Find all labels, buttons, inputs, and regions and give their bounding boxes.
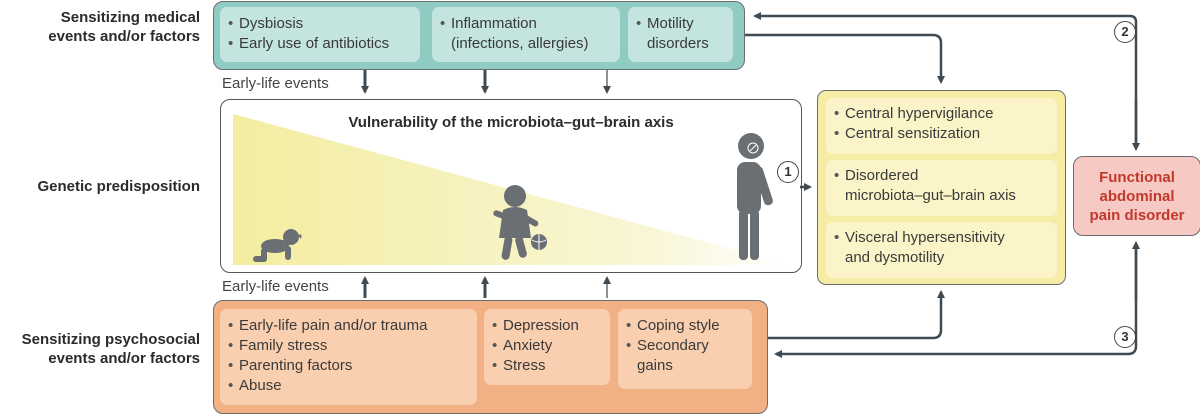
vulnerability-title: Vulnerability of the microbiota–gut–brai… <box>348 114 674 131</box>
vulnerability-panel: Vulnerability of the microbiota–gut–brai… <box>220 99 802 273</box>
central-block-microbiota: •Disordered microbiota–gut–brain axis <box>826 160 1057 216</box>
infant-crawling-icon <box>253 229 302 262</box>
psycho-item: Secondary <box>637 337 709 354</box>
outcome-line1: Functional <box>1099 168 1175 186</box>
psycho-label-line1: Sensitizing psychosocial <box>21 331 200 348</box>
psycho-group-mood: •Depression •Anxiety •Stress <box>484 309 610 385</box>
pathway-1-badge: 1 <box>777 161 799 183</box>
central-item: Central sensitization <box>845 125 981 142</box>
psycho-group-coping: •Coping style •Secondary gains <box>618 309 752 389</box>
psycho-item: Stress <box>503 357 546 374</box>
medical-factors-label: Sensitizing medical events and/or factor… <box>0 8 200 46</box>
adult-with-gut-brain-icon <box>737 133 773 260</box>
medical-factors-box: •Dysbiosis •Early use of antibiotics •In… <box>213 1 745 70</box>
arrow-pathway-3-to-psycho <box>774 246 1138 358</box>
psycho-item: Coping style <box>637 317 720 334</box>
medical-item-cont: (infections, allergies) <box>451 35 589 52</box>
early-life-events-top: Early-life events <box>222 75 329 92</box>
central-item: Disordered <box>845 167 919 184</box>
toddler-with-ball-icon <box>493 185 547 260</box>
genetic-predisposition-label: Genetic predisposition <box>37 178 200 195</box>
outcome-line2: abdominal <box>1099 187 1175 205</box>
early-life-events-bottom: Early-life events <box>222 278 329 295</box>
medical-item: Early use of antibiotics <box>239 35 390 52</box>
medical-item-cont: disorders <box>647 35 709 52</box>
medical-group-motility: •Motility disorders <box>628 7 733 62</box>
central-item-cont: and dysmotility <box>845 249 945 266</box>
psycho-item: Early-life pain and/or trauma <box>239 317 428 334</box>
pathway-2-badge: 2 <box>1114 21 1136 43</box>
central-block-visceral: •Visceral hypersensitivity and dysmotili… <box>826 222 1057 278</box>
medical-group-inflammation: •Inflammation (infections, allergies) <box>432 7 620 62</box>
functional-abdominal-pain-disorder-box: Functional abdominal pain disorder <box>1073 156 1200 236</box>
psycho-label-line2: events and/or factors <box>48 350 200 367</box>
psycho-group-trauma: •Early-life pain and/or trauma •Family s… <box>220 309 477 405</box>
psycho-item: Family stress <box>239 337 328 354</box>
medical-group-dysbiosis: •Dysbiosis •Early use of antibiotics <box>220 7 420 62</box>
arrow-medical-to-central <box>745 33 945 84</box>
psycho-item: Anxiety <box>503 337 553 354</box>
medical-item: Dysbiosis <box>239 15 304 32</box>
psycho-item: Depression <box>503 317 579 334</box>
central-item: Central hypervigilance <box>845 105 994 122</box>
arrow-psycho-to-central <box>768 290 945 340</box>
outcome-line3: pain disorder <box>1089 206 1185 224</box>
central-mechanisms-box: •Central hypervigilance •Central sensiti… <box>817 90 1066 285</box>
medical-label-line2: events and/or factors <box>48 28 200 45</box>
arrow-pathway-2-to-medical <box>753 12 1138 146</box>
central-block-hypervigilance: •Central hypervigilance •Central sensiti… <box>826 98 1057 154</box>
psychosocial-factors-box: •Early-life pain and/or trauma •Family s… <box>213 300 768 414</box>
medical-item: Motility <box>647 15 694 32</box>
psycho-item: Parenting factors <box>239 357 353 374</box>
medical-label-line1: Sensitizing medical <box>60 9 200 26</box>
psychosocial-factors-label: Sensitizing psychosocial events and/or f… <box>0 330 200 368</box>
pathway-3-badge: 3 <box>1114 326 1136 348</box>
medical-item: Inflammation <box>451 15 537 32</box>
central-item: Visceral hypersensitivity <box>845 229 1005 246</box>
psycho-item-cont: gains <box>637 357 673 374</box>
central-item-cont: microbiota–gut–brain axis <box>845 187 1016 204</box>
psycho-item: Abuse <box>239 377 282 394</box>
